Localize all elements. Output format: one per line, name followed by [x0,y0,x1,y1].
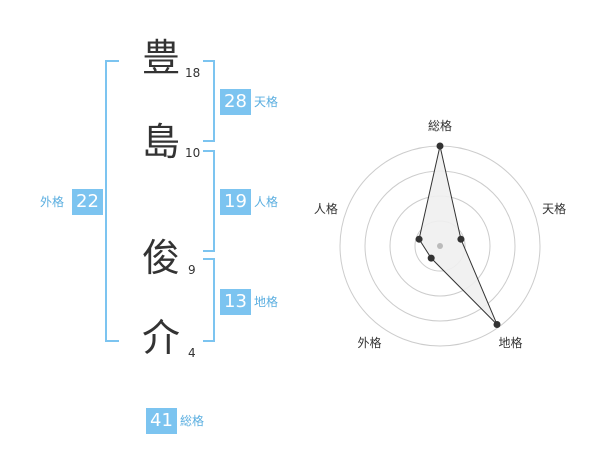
radar-point-1 [436,142,444,150]
tenkaku-value: 28 [220,89,251,115]
radar-axis-label-1: 総格 [428,118,452,133]
radar-axis-label-3: 地格 [499,335,523,350]
stroke-count-4: 4 [188,346,196,360]
radar-axis-label-4: 外格 [357,335,381,350]
chikaku-value: 13 [220,289,251,315]
jinkaku-bracket [203,150,215,252]
gaikaku-bracket [105,60,119,342]
jinkaku-value: 19 [220,189,251,215]
tenkaku-bracket [203,60,215,142]
radar-center [437,243,443,249]
radar-points [415,142,501,328]
stroke-count-2: 10 [185,146,201,160]
name-char-4: 介 [141,316,180,360]
radar-point-3 [493,320,501,328]
chikaku-label: 地格 [254,295,279,309]
tenkaku-label: 天格 [254,95,279,109]
radar-point-5 [415,235,423,243]
soukaku-label: 総格 [180,414,205,428]
radar-axis-label-2: 天格 [542,201,566,216]
radar-polygon [418,145,498,325]
radar-point-4 [427,254,435,262]
stroke-count-3: 9 [188,263,196,277]
radar-axis-label-5: 人格 [314,201,338,216]
name-char-3: 俊 [141,236,180,280]
name-char-1: 豊 [141,36,180,80]
jinkaku-label: 人格 [254,195,279,209]
radar-point-2 [457,235,465,243]
gaikaku-label: 外格 [40,195,65,209]
gaikaku-value: 22 [72,189,103,215]
soukaku-value: 41 [146,408,177,434]
name-char-2: 島 [141,120,180,164]
stroke-count-1: 18 [185,66,201,80]
chikaku-bracket [203,258,215,342]
